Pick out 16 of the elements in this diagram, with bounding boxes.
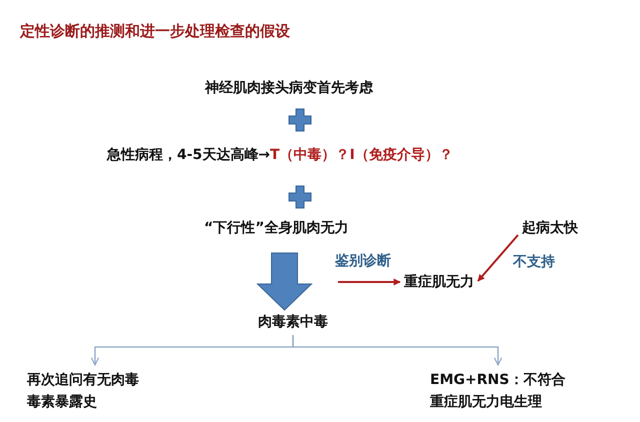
edge-label: 鉴别诊断 <box>334 252 392 270</box>
title: 定性诊断的推测和进一步处理检查的假设 <box>20 22 290 41</box>
node-text: 重症肌无力 <box>404 271 474 293</box>
arrow <box>477 234 519 282</box>
node-text: 肉毒素中毒 <box>258 311 328 333</box>
node-text: 神经肌肉接头病变首先考虑 <box>205 77 373 99</box>
node-text: 起病太快 <box>522 217 578 239</box>
hypothesis-text: T（中毒）？I（免疫介导）？ <box>270 146 453 165</box>
arrow <box>338 278 401 286</box>
node-text: EMG+RNS：不符合重症肌无力电生理 <box>430 369 572 413</box>
edge-label: 不支持 <box>512 252 556 270</box>
node-text: “下行性”全身肌肉无力 <box>204 217 348 239</box>
node-text: 急性病程，4-5天达高峰→ <box>107 146 270 165</box>
node-text: 再次追问有无肉毒毒素暴露史 <box>27 369 145 413</box>
block-arrow <box>256 252 313 311</box>
connector <box>292 335 502 366</box>
